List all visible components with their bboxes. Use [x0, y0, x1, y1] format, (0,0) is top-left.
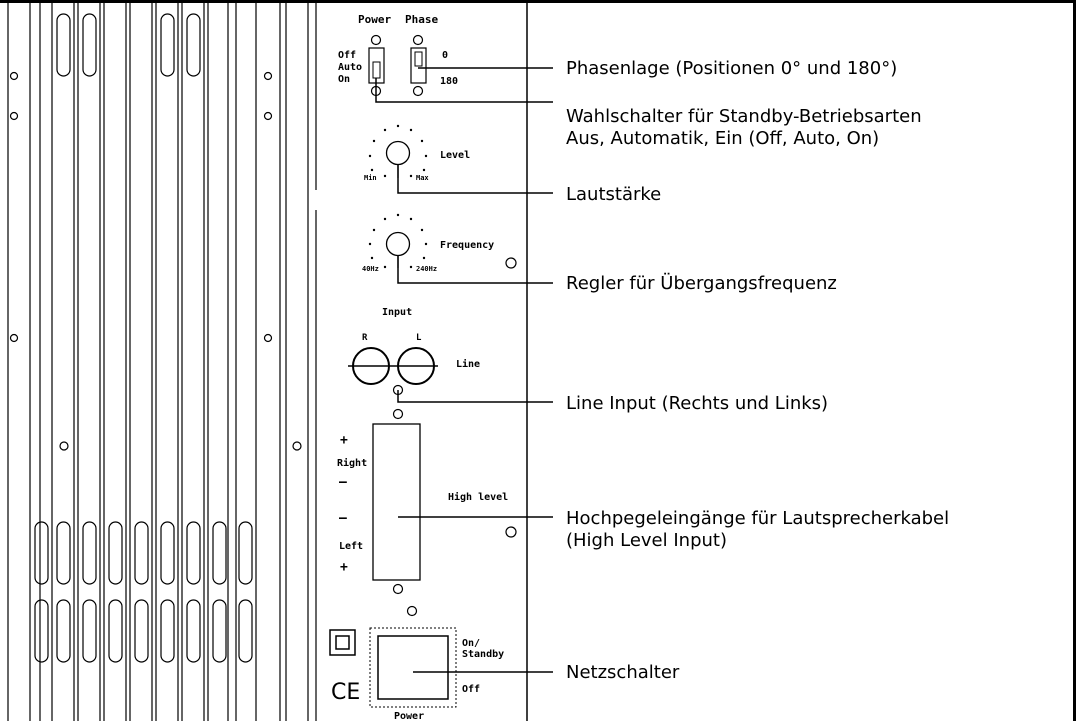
- callout-phase: Phasenlage (Positionen 0° und 180°): [566, 58, 897, 79]
- callout-power: Netzschalter: [566, 662, 680, 683]
- phase-180-label: 180: [440, 76, 458, 87]
- frequency-scale-dots: [368, 213, 428, 269]
- input-l-label: L: [416, 333, 422, 343]
- on-standby-label-1: On/: [462, 638, 480, 649]
- right-minus-label: –: [339, 475, 347, 490]
- frequency-max-label: 240Hz: [416, 265, 437, 273]
- power-on-label: On: [338, 74, 350, 85]
- frequency-label: Frequency: [440, 240, 494, 251]
- level-label: Level: [440, 150, 470, 161]
- callout-line-input: Line Input (Rechts und Links): [566, 393, 828, 414]
- callout-level: Lautstärke: [566, 184, 661, 205]
- level-min-label: Min: [364, 174, 377, 182]
- right-plus-label: +: [340, 433, 348, 448]
- phase-switch[interactable]: Phase 0 180: [405, 13, 458, 97]
- level-max-label: Max: [416, 174, 429, 182]
- phase-switch-title: Phase: [405, 13, 438, 26]
- level-scale-dots: [368, 124, 428, 178]
- power-off-label: Off: [338, 50, 356, 61]
- frequency-min-label: 40Hz: [362, 265, 379, 273]
- power-rocker-switch[interactable]: [377, 635, 449, 700]
- frequency-knob[interactable]: 40Hz 240Hz Frequency: [362, 213, 517, 273]
- level-knob[interactable]: Min Max Level: [364, 124, 470, 182]
- line-input[interactable]: Input R L Line: [348, 307, 480, 396]
- ce-mark: CE: [331, 680, 360, 705]
- power-auto-label: Auto: [338, 62, 362, 73]
- high-level-led: [505, 526, 517, 538]
- power-switch-title: Power: [358, 13, 391, 26]
- class-ii-symbol: [329, 629, 356, 656]
- callout-high-level-2: (High Level Input): [566, 530, 727, 551]
- callout-high-level-1: Hochpegeleingänge für Lautsprecherkabel: [566, 508, 949, 529]
- callout-standby-1: Wahlschalter für Standby-Betriebsarten: [566, 106, 922, 127]
- left-label: Left: [339, 541, 363, 552]
- speaker-terminal-block[interactable]: [372, 423, 421, 581]
- power-title: Power: [394, 711, 424, 721]
- left-minus-label: –: [339, 511, 347, 526]
- power-off-label: Off: [462, 684, 480, 695]
- callout-texts: Phasenlage (Positionen 0° und 180°) Wahl…: [566, 58, 949, 683]
- phase-0-label: 0: [442, 50, 448, 61]
- on-standby-label-2: Standby: [462, 649, 504, 660]
- power-mode-switch[interactable]: Power Off Auto On: [338, 13, 391, 97]
- line-label: Line: [456, 358, 480, 370]
- frequency-led: [505, 257, 517, 269]
- power-button-assembly[interactable]: On/ Standby Off Power: [369, 605, 504, 721]
- left-plus-label: +: [340, 560, 348, 575]
- input-title: Input: [382, 307, 412, 318]
- heatsink: [7, 0, 317, 721]
- high-level-input[interactable]: + Right – – Left + High level: [337, 408, 517, 595]
- input-r-label: R: [362, 333, 368, 343]
- callout-standby-2: Aus, Automatik, Ein (Off, Auto, On): [566, 128, 879, 149]
- high-level-label: High level: [448, 491, 508, 503]
- callout-lines: [375, 67, 553, 673]
- right-label: Right: [337, 457, 367, 469]
- callout-frequency: Regler für Übergangsfrequenz: [566, 272, 837, 294]
